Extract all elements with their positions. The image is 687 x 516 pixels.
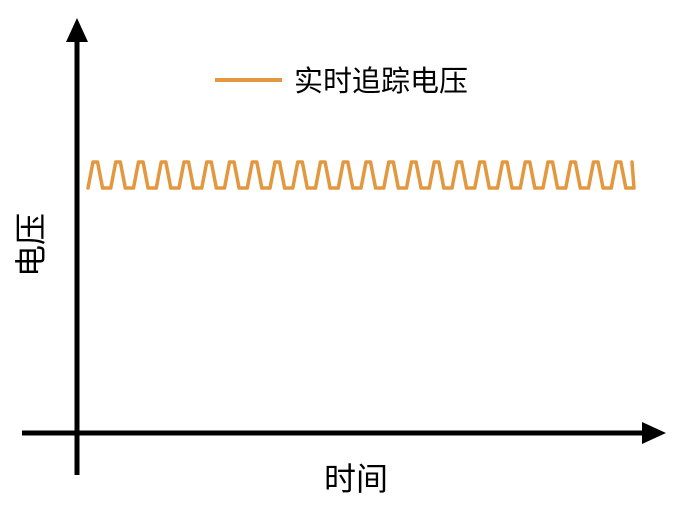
x-axis-label: 时间	[324, 460, 388, 498]
series-line-realtime-voltage	[86, 160, 636, 190]
x-axis-arrow	[642, 422, 666, 444]
y-axis-label: 电压	[12, 213, 50, 277]
legend: 实时追踪电压	[215, 64, 468, 98]
y-axis-arrow	[66, 18, 88, 42]
legend-label: 实时追踪电压	[294, 64, 468, 98]
